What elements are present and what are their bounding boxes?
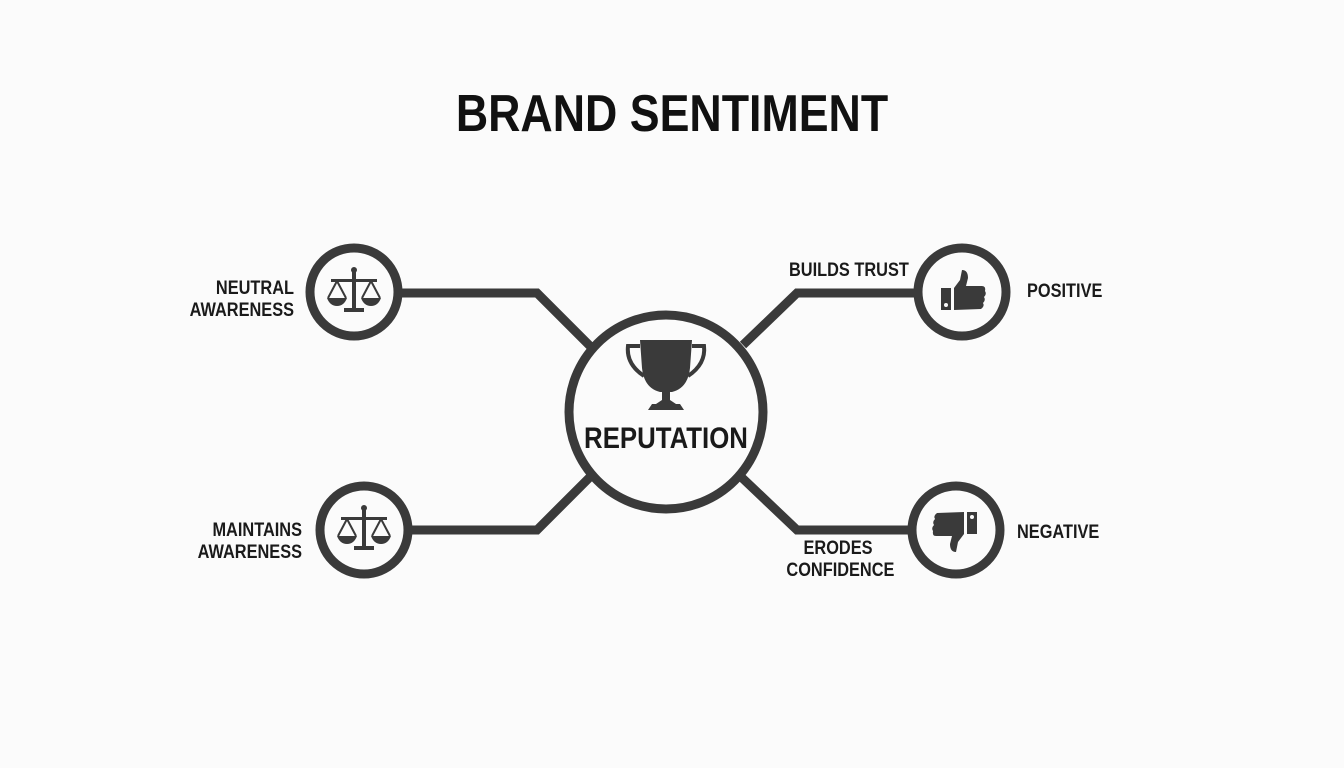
thumbs-up-icon (941, 270, 986, 310)
scales-icon (327, 267, 381, 312)
diagram-title: BRAND SENTIMENT (455, 85, 889, 143)
label-line: AWARENESS (197, 542, 302, 563)
scales-icon (337, 505, 391, 550)
connector-top-right-label: BUILDS TRUST (789, 260, 909, 281)
node-top-left-label: NEUTRAL AWARENESS (179, 278, 294, 322)
label-line: MAINTAINS (212, 520, 302, 541)
node-bottom-left-label: MAINTAINS AWARENESS (180, 520, 302, 564)
connector-bottom-right (733, 469, 912, 535)
label-line: NEUTRAL (215, 278, 294, 299)
thumbs-down-icon (932, 512, 977, 552)
connector-top-right (739, 288, 918, 349)
node-top-right-label: POSITIVE (1027, 281, 1103, 302)
center-circle (564, 310, 768, 514)
connector-bottom-right-label: ERODES CONFIDENCE (786, 538, 895, 582)
node-bottom-right-label: NEGATIVE (1017, 522, 1100, 543)
label-line: ERODES (803, 538, 873, 559)
label-line: CONFIDENCE (786, 560, 895, 581)
center-node-label: REPUTATION (584, 422, 748, 455)
label-line: AWARENESS (189, 300, 294, 321)
connector-top-left (398, 288, 594, 350)
trophy-icon (625, 340, 707, 410)
connector-bottom-left (408, 469, 598, 535)
